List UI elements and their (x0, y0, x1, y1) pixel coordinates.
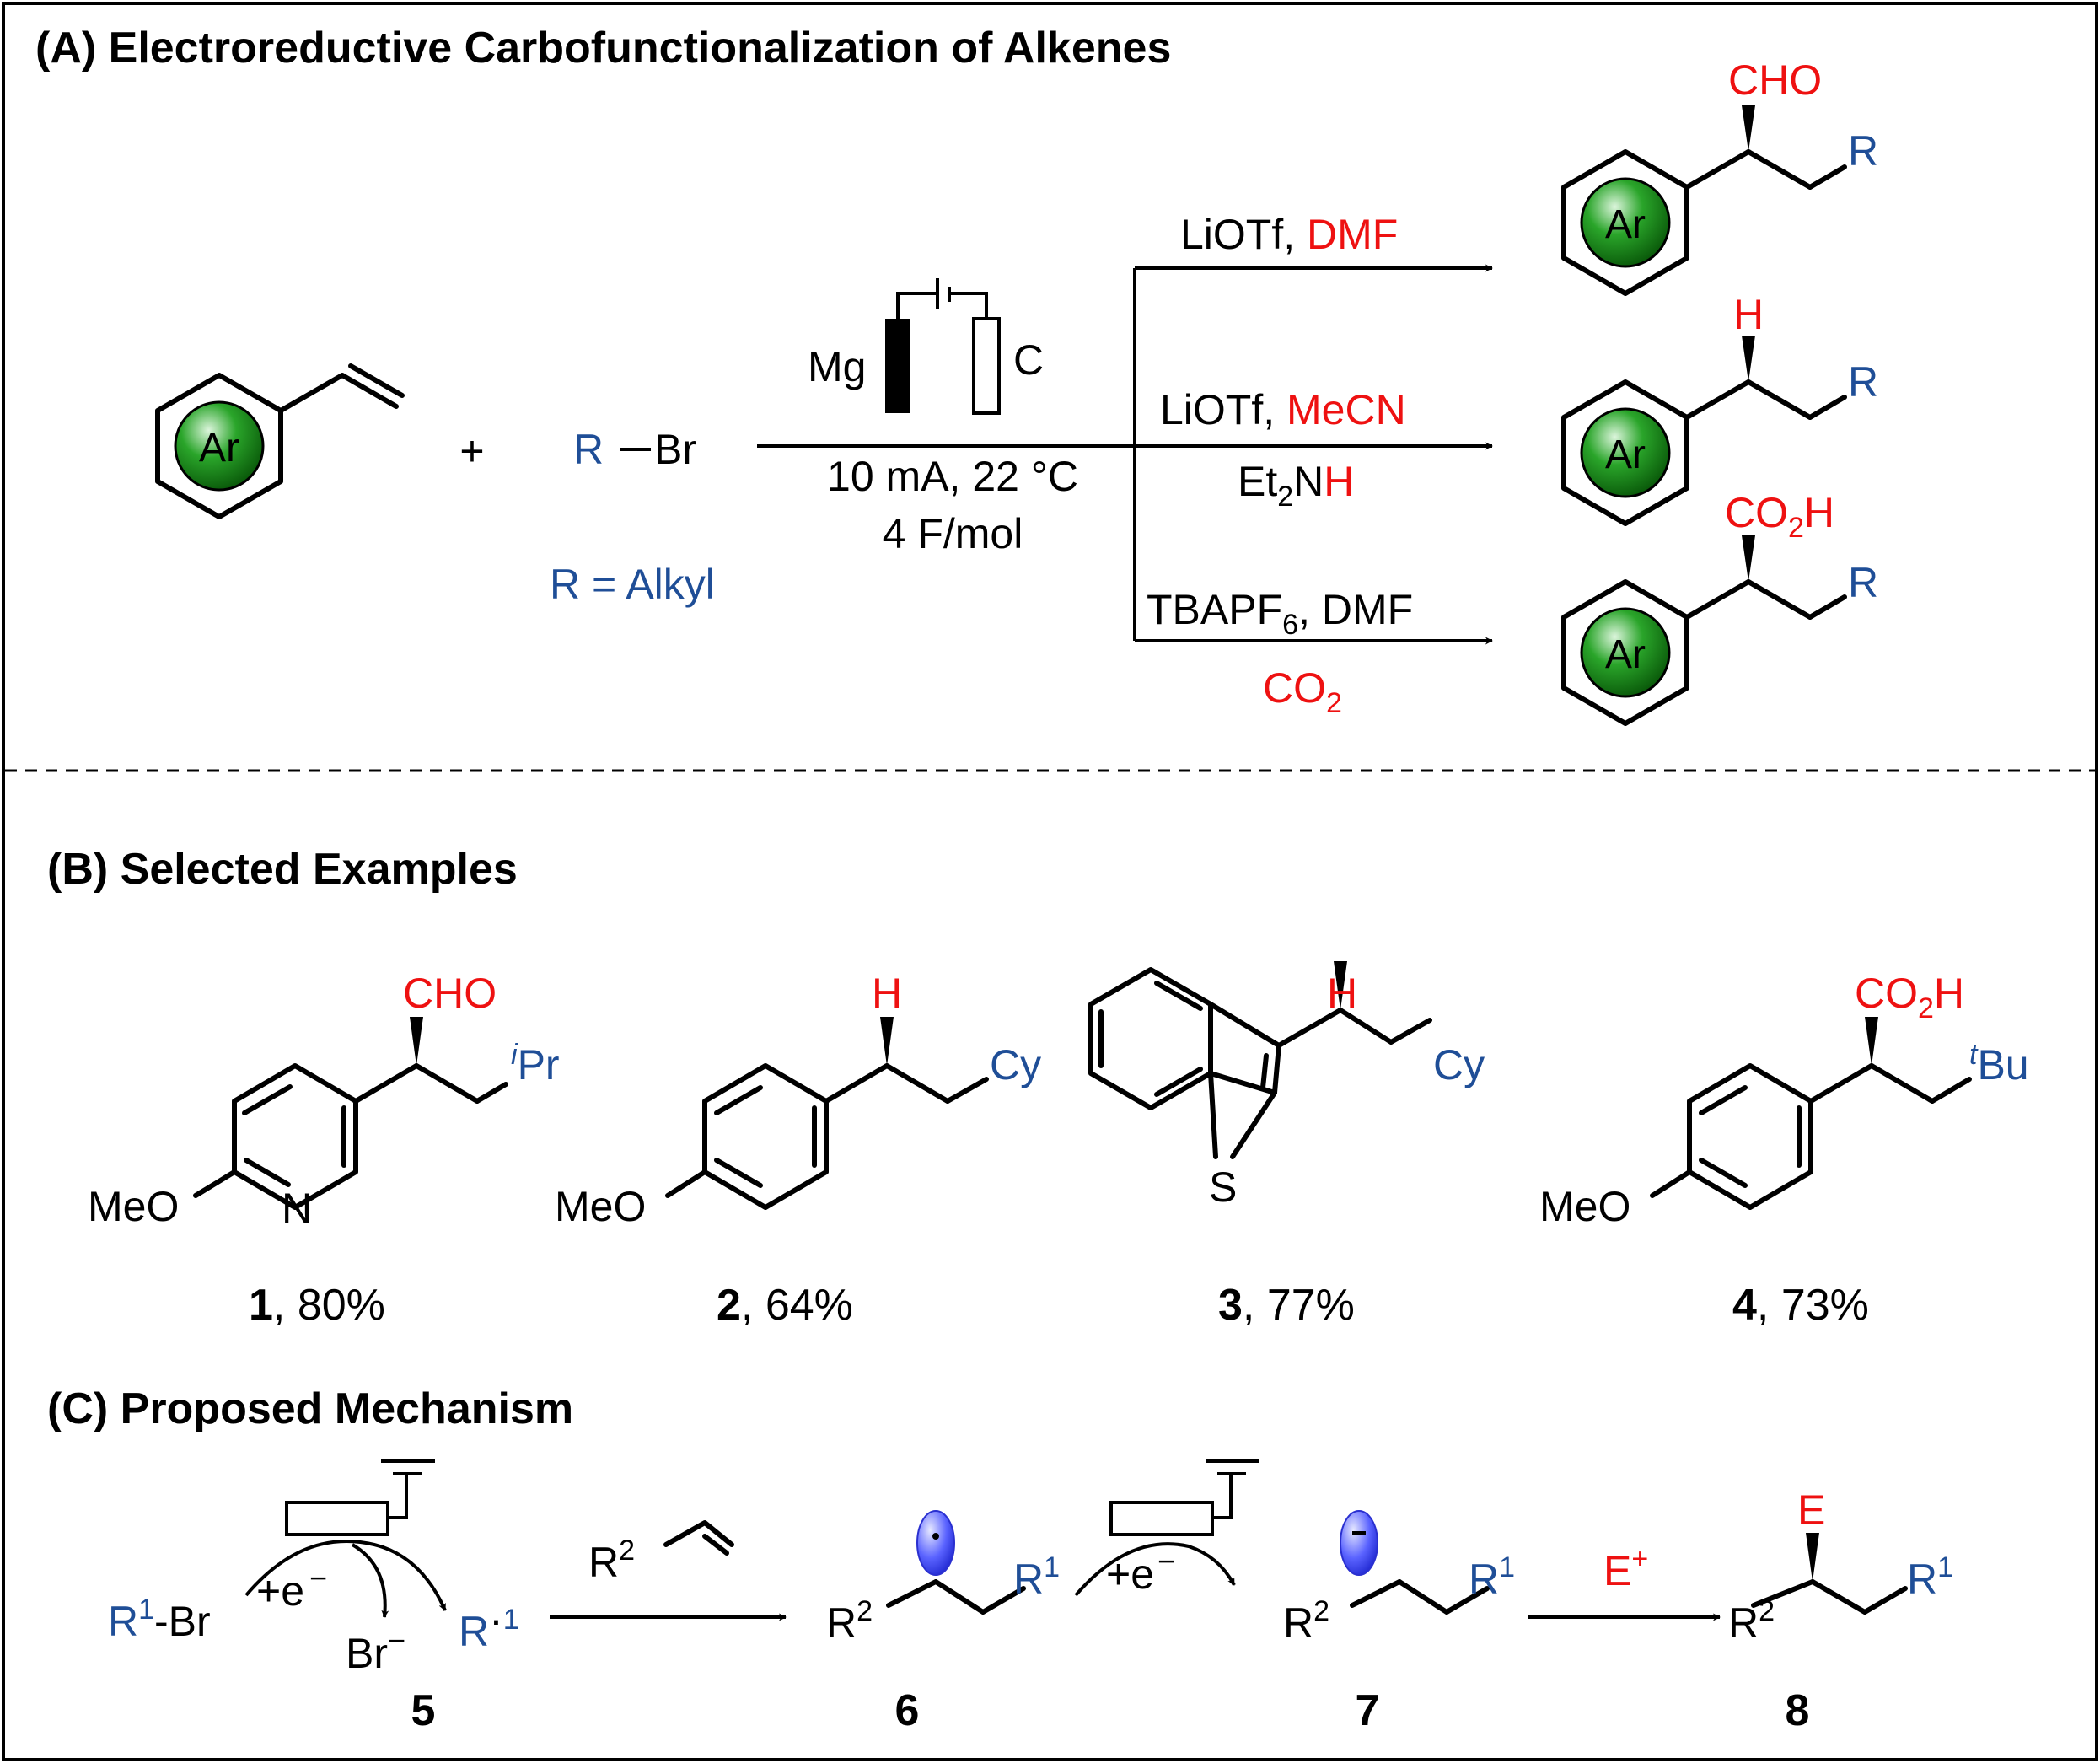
product2-h: H (1733, 291, 1764, 338)
condition-charge: 4 F/mol (883, 510, 1023, 557)
product-acid-structure (1561, 535, 1847, 726)
example-1-cho: CHO (403, 970, 497, 1017)
anion-intermediate-7 (1340, 1510, 1490, 1615)
styrene-structure (155, 363, 405, 519)
bromide-release-arrow (351, 1543, 389, 1618)
example-4-meo: MeO (1539, 1183, 1630, 1230)
mech-e-plus: E+ (1603, 1543, 1648, 1594)
radical-intermediate-6 (886, 1510, 1026, 1615)
label-7: 7 (1356, 1686, 1380, 1735)
product8-r2: R2 (1728, 1595, 1775, 1647)
alkyl-bromide: R (573, 426, 604, 473)
panel-a-title: (A) Electroreductive Carbofunctionalizat… (35, 24, 1171, 73)
mech-plus-e-2: +e− (1106, 1544, 1175, 1598)
product1-r: R (1848, 127, 1878, 175)
label-5: 5 (411, 1686, 436, 1735)
product3-r: R (1848, 559, 1878, 606)
electrode-icon-1 (285, 1459, 435, 1536)
mech-br-minus: Br− (346, 1623, 405, 1677)
branch2-additive: Et2NH (1238, 458, 1354, 513)
electron-transfer-arrow-2 (1074, 1542, 1236, 1597)
product-aldehyde-structure (1561, 105, 1847, 296)
example-3-s: S (1209, 1164, 1237, 1211)
product8-r1: R1 (1907, 1551, 1953, 1603)
product1-cho: CHO (1728, 56, 1822, 104)
example-2-cy: Cy (990, 1041, 1041, 1088)
int7-r1: R1 (1469, 1551, 1515, 1603)
product-hydro-structure (1561, 336, 1847, 526)
product2-r: R (1848, 358, 1878, 406)
example-1-label: 1, 80% (249, 1281, 385, 1330)
anode-label: Mg (808, 343, 866, 390)
branch1-conditions: LiOTf, DMF (1180, 211, 1398, 258)
mech-alkene-bonds (663, 1520, 734, 1547)
branch3-conditions: TBAPF6, DMF (1147, 586, 1413, 641)
example-2-h: H (872, 970, 902, 1017)
electron-transfer-arrow-1 (244, 1540, 447, 1611)
int7-r2: R2 (1283, 1595, 1329, 1647)
example-1-structure (193, 1017, 508, 1210)
product-8-structure (1751, 1533, 1908, 1615)
mech-r1-radical: R·1 (459, 1596, 519, 1655)
label-6: 6 (895, 1686, 920, 1735)
product3-co2h: CO2H (1725, 489, 1834, 544)
label-8: 8 (1786, 1686, 1810, 1735)
example-3-label: 3, 77% (1218, 1281, 1355, 1330)
mech-alkene-double (702, 1534, 729, 1556)
example-3-h: H (1327, 970, 1357, 1017)
plus-sign: + (459, 427, 484, 475)
mech-r1br: R1-Br (108, 1594, 211, 1645)
cathode-label: C (1013, 336, 1044, 384)
branch3-reagent: CO2 (1263, 664, 1342, 719)
r-definition: R = Alkyl (550, 561, 715, 608)
example-4-co2h: CO2H (1855, 970, 1964, 1024)
example-1-ipr: iPr (511, 1039, 560, 1088)
panel-b-title: (B) Selected Examples (47, 845, 518, 894)
panel-c-title: (C) Proposed Mechanism (47, 1384, 573, 1433)
branch2-conditions: LiOTf, MeCN (1160, 386, 1406, 433)
styrene-ar-label: Ar (199, 426, 239, 470)
example-1-n: N (282, 1185, 312, 1232)
mech-alkene-r2: R2 (588, 1535, 635, 1586)
product2-ar: Ar (1605, 433, 1646, 477)
int6-r1: R1 (1013, 1551, 1060, 1603)
condition-current-temp: 10 mA, 22 °C (827, 453, 1078, 500)
product1-ar: Ar (1605, 202, 1646, 247)
example-1-meo: MeO (88, 1183, 179, 1230)
int6-r2: R2 (826, 1595, 873, 1647)
product8-e: E (1797, 1486, 1825, 1534)
example-4-structure (1650, 1017, 1972, 1210)
example-2-label: 2, 64% (717, 1281, 853, 1330)
example-2-structure (665, 1017, 989, 1210)
product3-ar: Ar (1605, 632, 1646, 677)
electrolysis-cell-icon (885, 278, 1001, 415)
example-3-cy: Cy (1433, 1041, 1485, 1088)
example-2-meo: MeO (555, 1183, 646, 1230)
electrode-icon-2 (1109, 1459, 1259, 1536)
mech-plus-e-1: +e− (256, 1561, 327, 1615)
example-3-structure (1088, 961, 1432, 1159)
example-4-tbu: tBu (1969, 1039, 2029, 1088)
bromide-br: Br (654, 426, 696, 473)
example-4-label: 4, 73% (1732, 1281, 1869, 1330)
